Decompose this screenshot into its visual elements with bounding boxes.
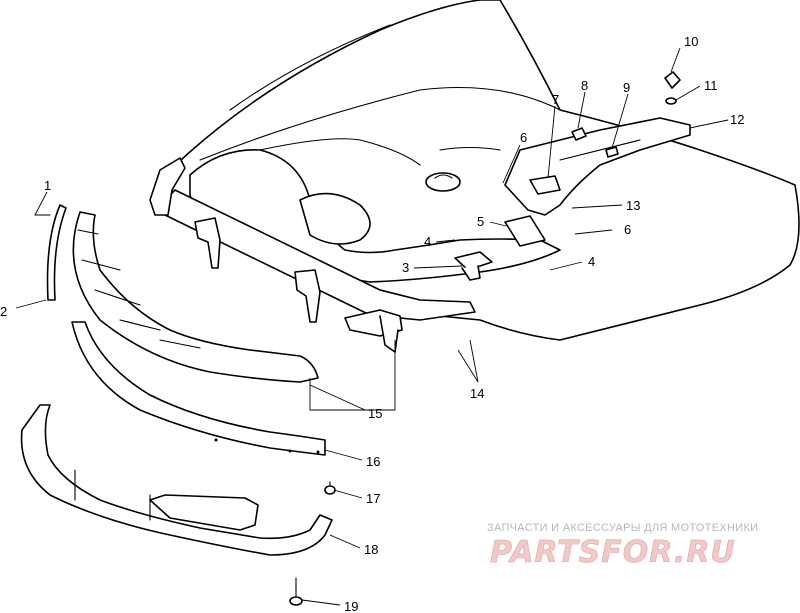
mount-brackets bbox=[454, 215, 546, 281]
watermark-tagline: ЗАПЧАСТИ И АКСЕССУАРЫ ДЛЯ МОТОТЕХНИКИ bbox=[487, 522, 758, 534]
callout-19: 19 bbox=[344, 599, 358, 613]
small-fasteners bbox=[571, 71, 681, 158]
bolt-19 bbox=[289, 577, 303, 606]
callout-9: 9 bbox=[623, 80, 630, 95]
callout-18: 18 bbox=[364, 542, 378, 557]
trim-strip-left bbox=[34, 204, 67, 301]
callout-11: 11 bbox=[704, 78, 718, 93]
callout-2: 2 bbox=[0, 304, 7, 319]
watermark: ЗАПЧАСТИ И АКСЕССУАРЫ ДЛЯ МОТОТЕХНИКИ PA… bbox=[487, 522, 758, 570]
callout-12: 12 bbox=[730, 112, 744, 127]
callout-15: 15 bbox=[368, 406, 382, 421]
callout-4b: 4 bbox=[588, 254, 595, 269]
callout-labels: 1 2 3 4 4 5 6 6 7 8 9 10 11 12 13 14 15 … bbox=[0, 34, 744, 613]
callout-1: 1 bbox=[44, 178, 51, 193]
callout-5: 5 bbox=[477, 214, 484, 229]
callout-3: 3 bbox=[402, 260, 409, 275]
callout-16: 16 bbox=[366, 454, 380, 469]
callout-17: 17 bbox=[366, 491, 380, 506]
callout-6a: 6 bbox=[520, 130, 527, 145]
front-frame-bar bbox=[149, 157, 476, 353]
skid-plate-18 bbox=[20, 404, 333, 556]
callout-7: 7 bbox=[552, 92, 559, 107]
callout-4a: 4 bbox=[424, 234, 431, 249]
callout-8: 8 bbox=[581, 78, 588, 93]
callout-10: 10 bbox=[684, 34, 698, 49]
leader-lines bbox=[15, 47, 729, 606]
callout-13: 13 bbox=[626, 198, 640, 213]
bumper-strip-16 bbox=[71, 321, 326, 456]
callout-14: 14 bbox=[470, 386, 484, 401]
bolt-17 bbox=[324, 481, 336, 495]
watermark-logo: PARTSFOR.RU bbox=[490, 535, 736, 570]
callout-6b: 6 bbox=[624, 222, 631, 237]
front-spoiler-15 bbox=[72, 211, 319, 383]
